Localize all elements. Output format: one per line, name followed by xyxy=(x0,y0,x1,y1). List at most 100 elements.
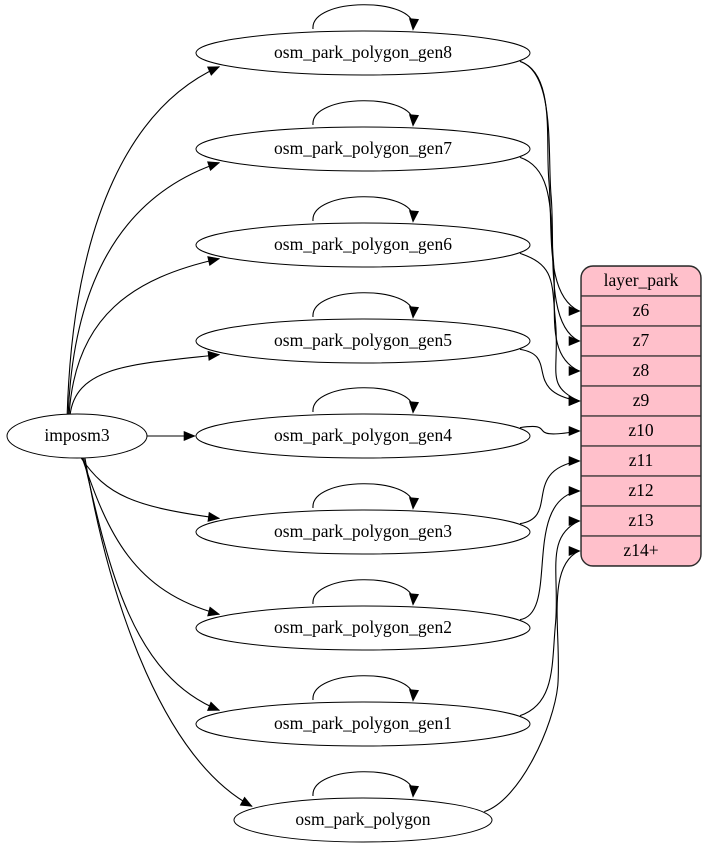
edge-path xyxy=(519,425,580,435)
node-osm-park-polygon-shape[interactable] xyxy=(233,797,493,843)
layer-park-zoom-label: z13 xyxy=(628,510,654,530)
node-imposm3[interactable]: imposm3 xyxy=(6,413,148,459)
node-osm-park-polygon-gen2[interactable]: osm_park_polygon_gen2 xyxy=(195,605,531,651)
edge-path xyxy=(519,490,580,621)
node-osm-park-polygon-gen2-label: osm_park_polygon_gen2 xyxy=(274,617,452,637)
self-loop-arrowhead xyxy=(408,593,420,606)
node-osm-park-polygon-gen1[interactable]: osm_park_polygon_gen1 xyxy=(195,701,531,747)
edge-path xyxy=(519,252,580,402)
edge-osm-park-polygon-gen6-to-z9 xyxy=(519,252,581,407)
self-loop-osm-park-polygon-gen7 xyxy=(312,100,420,127)
self-loop-path xyxy=(312,483,414,509)
self-loop-arrowhead xyxy=(408,497,420,510)
node-osm-park-polygon-gen5-shape[interactable] xyxy=(195,318,531,364)
layer-park-zoom-label: z14+ xyxy=(623,540,658,560)
edge-osm-park-polygon-gen8-to-z7 xyxy=(519,60,581,347)
self-loop-arrowhead xyxy=(408,114,420,127)
node-osm-park-polygon-gen6[interactable]: osm_park_polygon_gen6 xyxy=(195,222,531,268)
edge-path xyxy=(519,60,580,342)
edge-osm-park-polygon-gen1-to-z13 xyxy=(519,515,581,717)
self-loop-arrowhead xyxy=(408,210,420,223)
node-osm-park-polygon-gen8-label: osm_park_polygon_gen8 xyxy=(274,42,452,62)
edge-path xyxy=(68,258,220,416)
edge-arrowhead xyxy=(568,515,581,527)
edge-arrowhead xyxy=(207,606,221,617)
node-osm-park-polygon-gen1-shape[interactable] xyxy=(195,701,531,747)
nodes-layer: imposm3 osm_park_polygon_gen8 osm_park_pol… xyxy=(6,30,531,843)
edge-osm-park-polygon-gen5-to-z9 xyxy=(519,348,581,407)
edge-imposm3-to-osm-park-polygon-gen6 xyxy=(68,256,221,416)
self-loop-arrowhead xyxy=(408,401,420,414)
layer-park-zoom-label: z12 xyxy=(628,480,653,500)
layer-park-zoom-label: z11 xyxy=(629,450,654,470)
layer-park-zoom-label: z8 xyxy=(633,360,650,380)
edge-path xyxy=(69,354,220,416)
node-osm-park-polygon-gen7-shape[interactable] xyxy=(195,126,531,172)
edge-osm-park-polygon-gen2-to-z12 xyxy=(519,485,581,621)
node-osm-park-polygon-gen5[interactable]: osm_park_polygon_gen5 xyxy=(195,318,531,364)
self-loop-osm-park-polygon-gen6 xyxy=(312,196,420,223)
edge-arrowhead xyxy=(207,256,221,267)
node-osm-park-polygon[interactable]: osm_park_polygon xyxy=(233,797,493,843)
node-osm-park-polygon-gen4-label: osm_park_polygon_gen4 xyxy=(274,425,452,445)
edge-imposm3-to-osm-park-polygon-gen1 xyxy=(82,456,221,711)
self-loop-path xyxy=(312,100,414,126)
self-loop-arrowhead xyxy=(408,689,420,702)
node-osm-park-polygon-gen1-label: osm_park_polygon_gen1 xyxy=(274,713,452,733)
self-loop-path xyxy=(312,675,414,701)
edge-arrowhead xyxy=(568,395,581,407)
edge-arrowhead xyxy=(207,66,221,76)
node-osm-park-polygon-gen3[interactable]: osm_park_polygon_gen3 xyxy=(195,509,531,555)
edge-imposm3-to-osm-park-polygon-gen5 xyxy=(69,350,221,416)
node-osm-park-polygon-gen4-shape[interactable] xyxy=(195,413,531,459)
node-imposm3-label: imposm3 xyxy=(44,425,109,445)
self-loop-arrowhead xyxy=(408,306,420,319)
edge-arrowhead xyxy=(568,485,581,497)
edge-path xyxy=(81,456,220,615)
edge-osm-park-polygon-gen8-to-z6 xyxy=(519,60,581,317)
layer-park-zoom-cell[interactable] xyxy=(581,535,701,566)
edge-path xyxy=(82,456,220,711)
edge-path xyxy=(519,348,580,402)
node-osm-park-polygon-gen3-shape[interactable] xyxy=(195,509,531,555)
edge-path xyxy=(67,162,220,416)
self-loop-arrowhead xyxy=(408,785,420,798)
self-loop-path xyxy=(312,579,414,605)
node-osm-park-polygon-gen6-shape[interactable] xyxy=(195,222,531,268)
self-loop-path xyxy=(312,196,414,222)
layer-park-zoom-cell[interactable] xyxy=(581,475,701,507)
node-osm-park-polygon-gen7[interactable]: osm_park_polygon_gen7 xyxy=(195,126,531,172)
edge-imposm3-to-osm-park-polygon-gen4 xyxy=(147,430,196,442)
edge-path xyxy=(79,456,220,519)
edge-arrowhead xyxy=(207,701,221,711)
node-osm-park-polygon-gen2-shape[interactable] xyxy=(195,605,531,651)
edge-path xyxy=(84,456,253,807)
edge-arrowhead xyxy=(568,335,581,347)
self-loop-osm-park-polygon-gen8 xyxy=(312,4,420,31)
node-osm-park-polygon-gen8[interactable]: osm_park_polygon_gen8 xyxy=(195,30,531,76)
self-loop-path xyxy=(312,4,414,30)
node-osm-park-polygon-gen4[interactable]: osm_park_polygon_gen4 xyxy=(195,413,531,459)
self-loop-osm-park-polygon-gen1 xyxy=(312,675,420,702)
node-imposm3-shape[interactable] xyxy=(6,413,148,459)
edge-path xyxy=(66,66,220,416)
edge-path xyxy=(519,60,580,312)
edge-path xyxy=(519,460,580,525)
edge-arrowhead xyxy=(207,511,221,522)
layer-park-zoom-cell[interactable] xyxy=(581,415,701,447)
layer-park-zoom-label: z6 xyxy=(633,300,650,320)
node-osm-park-polygon-gen8-shape[interactable] xyxy=(195,30,531,76)
edges-layer xyxy=(66,60,581,813)
edge-arrowhead xyxy=(568,425,581,437)
edge-path xyxy=(519,520,580,717)
layer-park-zoom-cell[interactable] xyxy=(581,445,701,477)
edge-path xyxy=(484,550,580,813)
edge-path xyxy=(519,156,580,372)
self-loop-path xyxy=(312,387,414,413)
self-loop-osm-park-polygon xyxy=(312,771,420,798)
edge-imposm3-to-osm-park-polygon xyxy=(84,456,253,807)
